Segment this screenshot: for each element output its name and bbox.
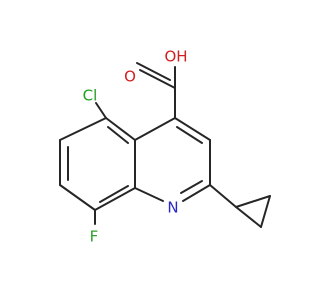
bond-c4-c3 [174,117,211,141]
bond-cp-a [235,195,271,208]
atom-label-oh: OH [164,48,187,66]
bond-c7-c8 [59,184,96,211]
bond-c2-cp [209,184,237,208]
atom-label-cl: Cl [83,87,98,105]
bond-c8-c8a [94,187,136,211]
atom-label-o-carbonyl: O [124,68,136,86]
bond-c-o-double-b [136,62,171,81]
bond-c4a-c4 [134,117,176,141]
quinoline-structure-diagram: Cl F N O OH [59,48,271,246]
bond-c5-cl [95,102,107,119]
bond-n1-c8a [134,187,164,202]
bond-c8-c8a-double [99,185,129,203]
atom-label-f: F [90,228,99,246]
bond-c4-c3-double [176,126,203,144]
atom-label-n: N [167,199,178,217]
bond-c4a-c5-double [107,126,129,144]
bond-c2-n1 [182,184,211,202]
bond-cp-c [235,206,262,228]
bond-c2-n1-double [180,180,203,194]
bond-c5-c6 [59,117,107,141]
bond-c-o-double-a [139,69,176,89]
bond-cp-b [260,195,271,228]
bond-c4a-c5 [105,117,136,141]
